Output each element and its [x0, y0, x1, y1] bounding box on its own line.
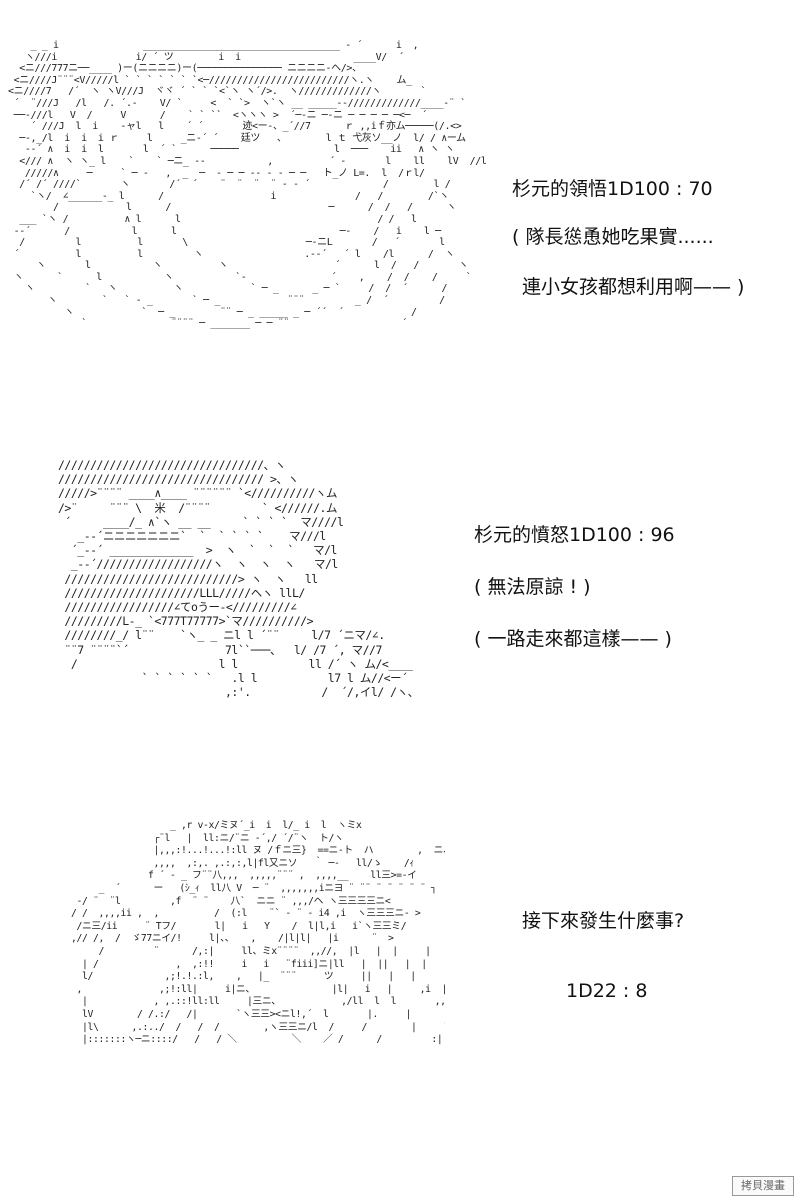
ascii-art-figure-3: _ ,r v-x/ミヌ´_i i l/_ i l ヽミx ┌¨l | ll:ニ/… — [70, 820, 445, 1046]
caption-line: 接下來發生什麼事? — [522, 910, 685, 932]
panel-3: _ ,r v-x/ミヌ´_i i l/_ i l ヽミx ┌¨l | ll:ニ/… — [0, 820, 800, 1180]
ascii-art-face-2: ////////////////////////////////、ヽ /////… — [58, 458, 413, 700]
caption-line: ( 一路走來都這樣—— ) — [474, 628, 672, 650]
panel-1: _ _ i __________________________________… — [0, 40, 800, 450]
ascii-art-face-1: _ _ i __________________________________… — [8, 40, 487, 330]
caption-line: 1D22 : 8 — [566, 980, 648, 1002]
watermark-stamp: 拷貝漫畫 — [732, 1176, 794, 1196]
caption-line: ( 無法原諒 ! ) — [474, 576, 591, 598]
caption-line: ( 隊長慫恿她吃果實...... — [512, 226, 714, 248]
caption-line: 杉元的領悟1D100 : 70 — [512, 178, 713, 200]
panel-2: ////////////////////////////////、ヽ /////… — [0, 458, 800, 788]
caption-line: 連小女孩都想利用啊—— ) — [522, 276, 745, 298]
caption-line: 杉元的憤怒1D100 : 96 — [474, 524, 675, 546]
